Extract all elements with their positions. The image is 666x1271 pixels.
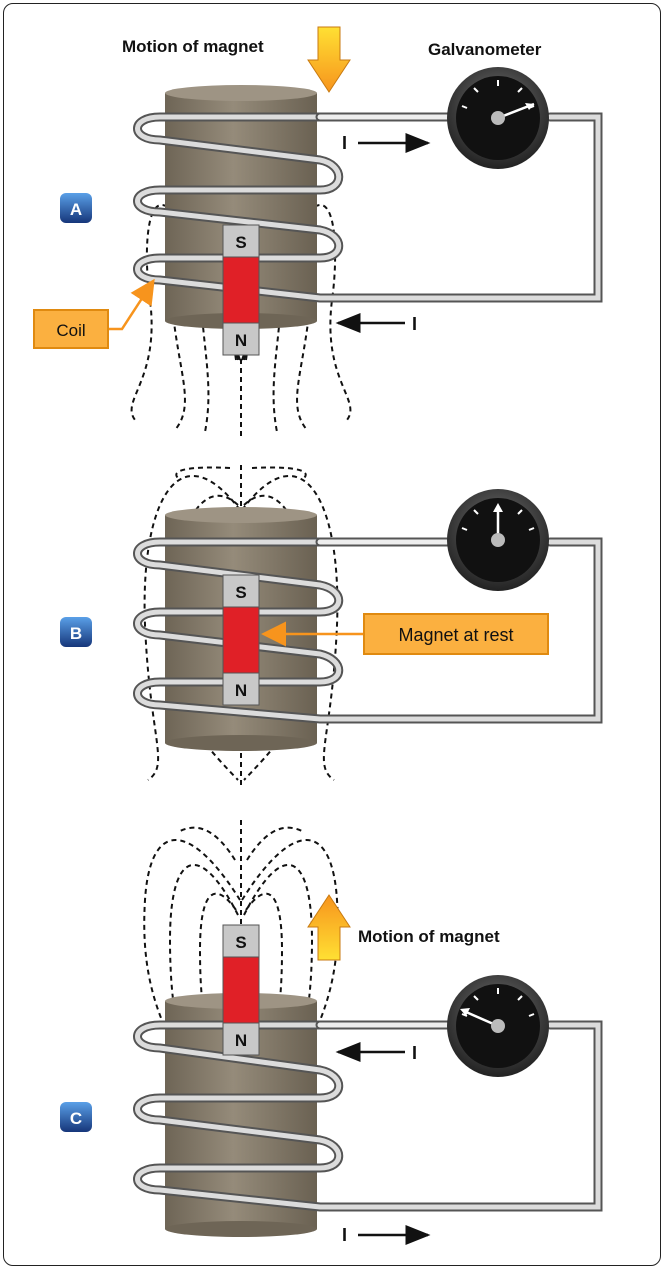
magnet-n-pole: N (235, 1031, 247, 1050)
magnet-s-pole: S (235, 933, 246, 952)
coil (133, 537, 603, 724)
panel-badge-c: C (60, 1102, 92, 1132)
panel-a: S N Motion of magnet Galvanometer I (33, 26, 603, 440)
current-label-bottom: I (412, 314, 417, 334)
panel-badge-b: B (60, 617, 92, 647)
current-label-top: I (412, 1043, 417, 1063)
current-label-bottom: I (342, 1225, 347, 1245)
bar-magnet: S N (222, 574, 260, 706)
magnet-n-pole: N (235, 681, 247, 700)
galvanometer-icon (447, 67, 549, 169)
svg-text:B: B (70, 624, 82, 643)
motion-arrow-icon (307, 26, 351, 93)
bar-magnet: S N (222, 224, 260, 356)
motion-label: Motion of magnet (122, 37, 264, 56)
magnet-s-pole: S (235, 583, 246, 602)
motion-label: Motion of magnet (358, 927, 500, 946)
rest-callout: Magnet at rest (261, 613, 549, 655)
coil (133, 1020, 603, 1212)
motion-arrow-icon (307, 894, 351, 961)
panel-b: S N B Magnet at rest (60, 465, 603, 785)
svg-text:C: C (70, 1109, 82, 1128)
rest-label: Magnet at rest (398, 625, 513, 645)
coil-label: Coil (56, 321, 85, 340)
svg-text:A: A (70, 200, 82, 219)
galvanometer-label: Galvanometer (428, 40, 542, 59)
magnet-n-pole: N (235, 331, 247, 350)
current-label-top: I (342, 133, 347, 153)
coil (133, 112, 603, 303)
bar-magnet: S N (222, 924, 260, 1056)
panel-c: S N Motion of magnet I I (60, 820, 603, 1245)
magnet-s-pole: S (235, 233, 246, 252)
galvanometer-icon (447, 975, 549, 1077)
panel-badge-a: A (60, 193, 92, 223)
coil-callout: Coil (33, 278, 155, 349)
galvanometer-icon (447, 489, 549, 591)
